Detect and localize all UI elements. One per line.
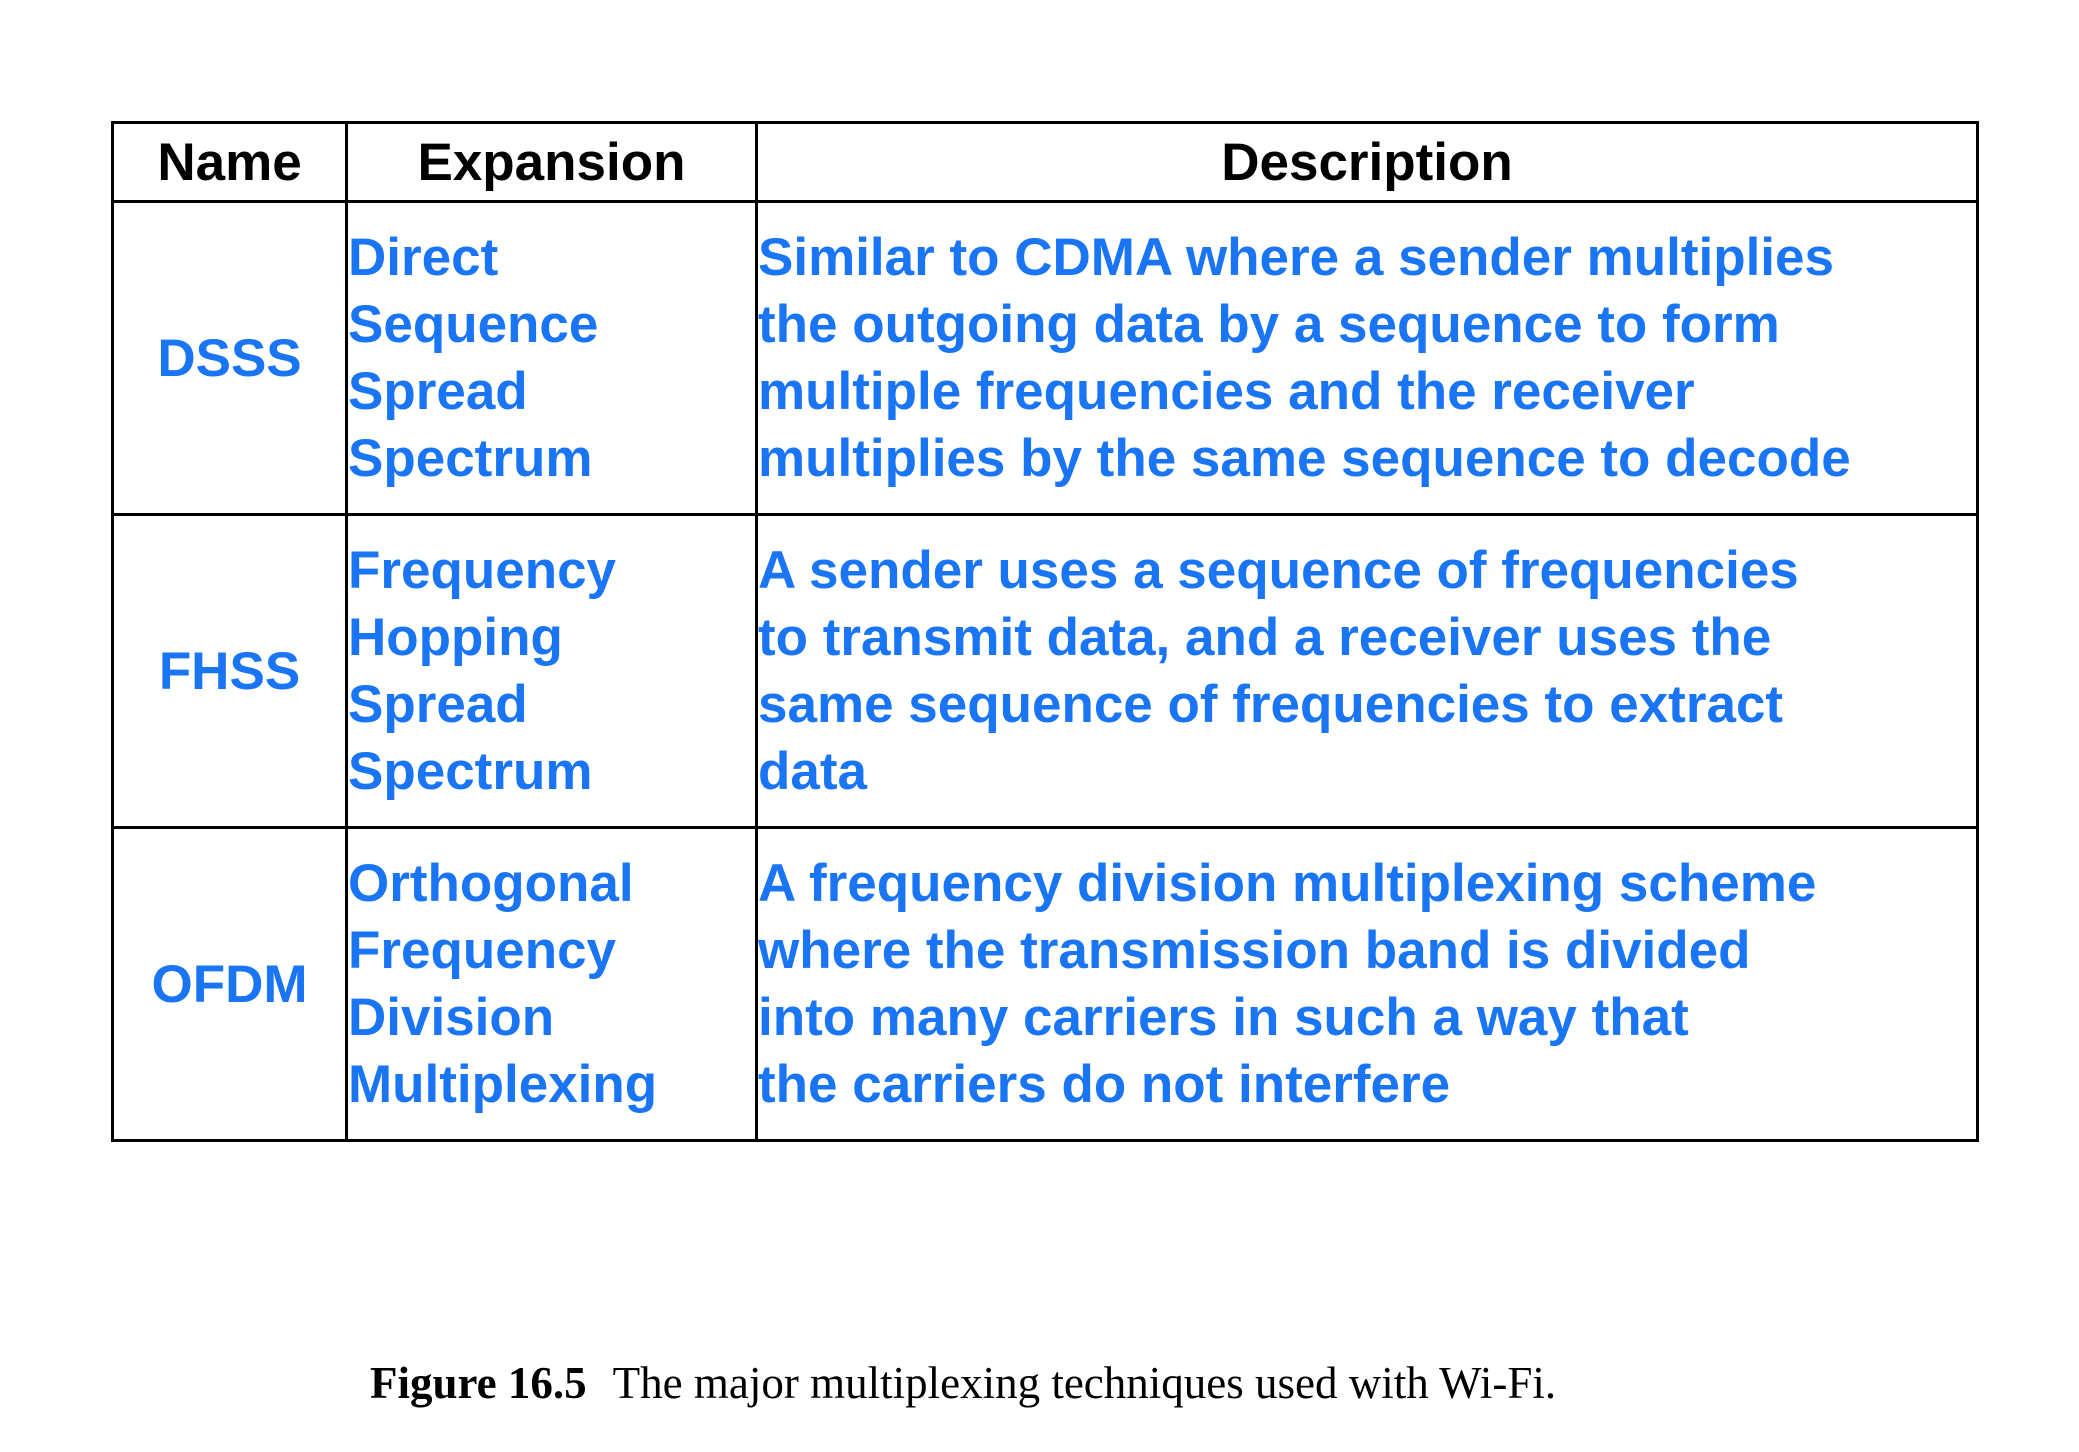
description-line: the carriers do not interfere bbox=[758, 1055, 1451, 1114]
header-expansion: Expansion bbox=[345, 121, 758, 203]
row-expansion-cell: Frequency Hopping Spread Spectrum bbox=[345, 513, 758, 829]
description-line: where the transmission band is divided bbox=[758, 921, 1751, 980]
expansion-line: Orthogonal bbox=[348, 854, 634, 913]
description-line: to transmit data, and a receiver uses th… bbox=[758, 608, 1772, 667]
row-name-cell: DSSS bbox=[111, 200, 348, 516]
row-description-cell: Similar to CDMA where a sender multiplie… bbox=[755, 200, 1979, 516]
description-line: multiple frequencies and the receiver bbox=[758, 362, 1695, 421]
expansion-line: Direct bbox=[348, 228, 499, 287]
row-description-cell: A sender uses a sequence of frequencies … bbox=[755, 513, 1979, 829]
expansion-line: Frequency bbox=[348, 541, 617, 600]
figure-label: Figure 16.5 bbox=[370, 1358, 587, 1408]
description-line: A frequency division multiplexing scheme bbox=[758, 854, 1817, 913]
description-line: same sequence of frequencies to extract bbox=[758, 675, 1784, 734]
description-line: multiplies by the same sequence to decod… bbox=[758, 429, 1851, 488]
expansion-line: Spectrum bbox=[348, 429, 593, 488]
row-description-cell: A frequency division multiplexing scheme… bbox=[755, 826, 1979, 1142]
expansion-line: Sequence bbox=[348, 295, 599, 354]
row-name-cell: OFDM bbox=[111, 826, 348, 1142]
expansion-line: Spread bbox=[348, 675, 528, 734]
multiplexing-table: Name Expansion Description DSSS Direct S… bbox=[111, 121, 1979, 1142]
row-expansion-cell: Direct Sequence Spread Spectrum bbox=[345, 200, 758, 516]
expansion-line: Division bbox=[348, 988, 555, 1047]
table-row: FHSS Frequency Hopping Spread Spectrum A… bbox=[111, 513, 1979, 829]
description-line: A sender uses a sequence of frequencies bbox=[758, 541, 1799, 600]
description-line: into many carriers in such a way that bbox=[758, 988, 1689, 1047]
table-row: DSSS Direct Sequence Spread Spectrum Sim… bbox=[111, 200, 1979, 516]
description-line: data bbox=[758, 742, 867, 801]
description-line: the outgoing data by a sequence to form bbox=[758, 295, 1780, 354]
description-line: Similar to CDMA where a sender multiplie… bbox=[758, 228, 1834, 287]
expansion-line: Spread bbox=[348, 362, 528, 421]
header-description: Description bbox=[755, 121, 1979, 203]
expansion-line: Spectrum bbox=[348, 742, 593, 801]
row-name-cell: FHSS bbox=[111, 513, 348, 829]
table-row: OFDM Orthogonal Frequency Division Multi… bbox=[111, 826, 1979, 1142]
expansion-line: Multiplexing bbox=[348, 1055, 658, 1114]
caption-text: The major multiplexing techniques used w… bbox=[612, 1358, 1557, 1408]
expansion-line: Frequency bbox=[348, 921, 617, 980]
expansion-line: Hopping bbox=[348, 608, 563, 667]
row-expansion-cell: Orthogonal Frequency Division Multiplexi… bbox=[345, 826, 758, 1142]
header-name: Name bbox=[111, 121, 348, 203]
figure-caption: Figure 16.5 The major multiplexing techni… bbox=[370, 1357, 1556, 1409]
table-header-row: Name Expansion Description bbox=[111, 121, 1979, 203]
